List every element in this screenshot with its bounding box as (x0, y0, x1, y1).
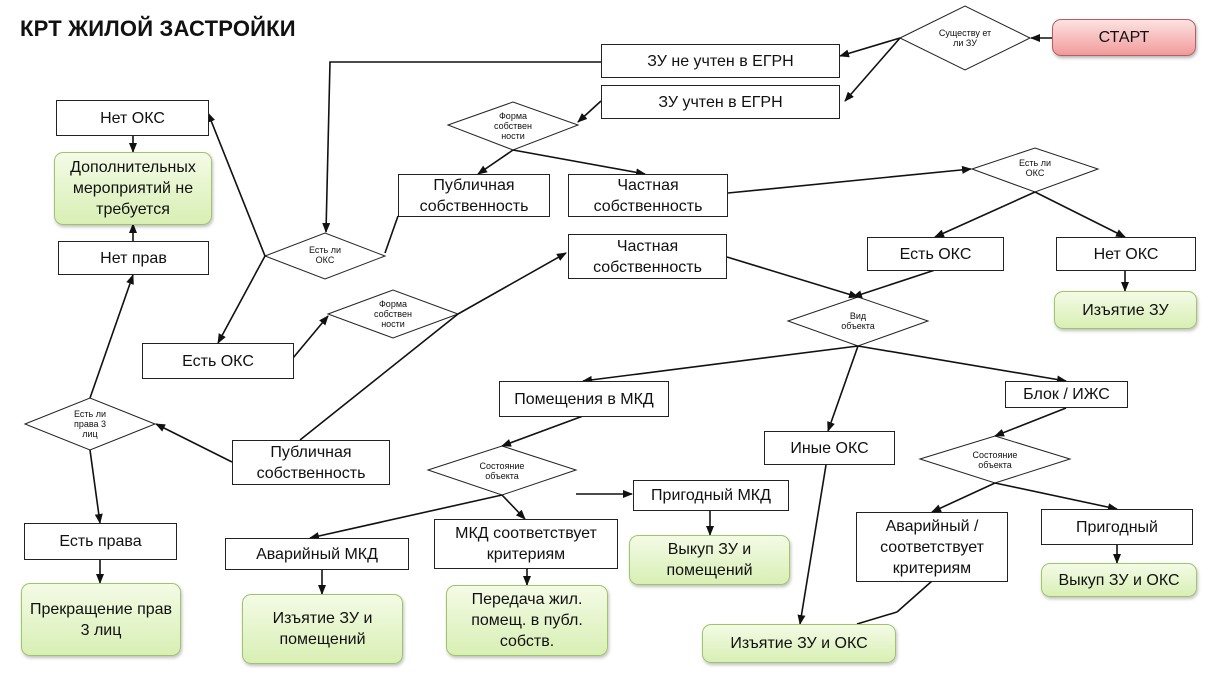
node-public-2[interactable]: Публичная собственность (232, 440, 390, 485)
diamond-third-rights-label: Есть ли права 3 лиц (73, 409, 107, 439)
edge-ownership2-private2 (457, 252, 567, 315)
result-seizure-zu-oks[interactable]: Изъятие ЗУ и ОКС (702, 624, 896, 663)
node-fit-block[interactable]: Пригодный (1041, 509, 1193, 545)
edge-third-no-rights (89, 274, 134, 399)
edge-ownership2-public2 (299, 313, 459, 441)
edge-type-mkd (582, 345, 859, 384)
start-button[interactable]: СТАРТ (1052, 19, 1196, 56)
diamond-state-mkd (426, 445, 578, 496)
edge-ownership-private (512, 149, 646, 177)
node-fit-mkd[interactable]: Пригодный МКД (633, 480, 789, 511)
edge-type-other (827, 345, 859, 432)
diamond-third-rights (23, 397, 157, 451)
edge-type-block (857, 345, 1067, 384)
result-no-measures[interactable]: Дополнительных мероприятий не требуется (54, 152, 212, 225)
node-no-rights[interactable]: Нет прав (58, 241, 209, 275)
node-private-1[interactable]: Частная собственность (568, 174, 728, 217)
node-no-oks-right[interactable]: Нет ОКС (1056, 237, 1196, 271)
edge-third-has-rights (89, 449, 103, 524)
edge-ownership-public (477, 149, 514, 175)
edge-block-state (994, 407, 1067, 437)
node-emergency-block[interactable]: Аварийный / соответствует критериям (856, 512, 1008, 582)
node-zu-registered[interactable]: ЗУ учтен в ЕГРН (601, 85, 840, 119)
diamond-oks-right (970, 147, 1100, 193)
node-has-oks-left[interactable]: Есть ОКС (142, 343, 294, 379)
edge-emergencyb-seizure-2 (856, 611, 898, 625)
node-has-rights[interactable]: Есть права (24, 523, 177, 560)
edge-oksr-has (934, 191, 1036, 238)
result-seizure-zu[interactable]: Изъятие ЗУ (1054, 291, 1197, 329)
edge-mkd-state (501, 415, 584, 447)
diamond-state-mkd-label: Состояние объекта (479, 461, 525, 481)
edge-not-registered-to-oks (322, 61, 601, 233)
diamond-exists-label: Существу ет ли ЗУ (938, 28, 992, 48)
node-emergency-mkd[interactable]: Аварийный МКД (225, 538, 409, 570)
edge-other-seizure (797, 464, 827, 625)
node-no-oks-left[interactable]: Нет ОКС (56, 100, 209, 136)
result-buyout-zu-premises[interactable]: Выкуп ЗУ и помещений (629, 535, 790, 585)
edge-oksl-no-oks (207, 112, 266, 257)
diamond-oks-left-label: Есть ли ОКС (309, 245, 341, 265)
edge-stateb-fit (994, 482, 1118, 512)
edge-private-oks-right (727, 165, 972, 194)
edge-stateb-emergency (931, 482, 996, 513)
diamond-object-type (786, 296, 930, 347)
edge-oksl-has-oks (217, 255, 266, 344)
edge-state-criteria (501, 494, 526, 520)
result-buyout-zu-oks[interactable]: Выкуп ЗУ и ОКС (1041, 563, 1197, 597)
edge-exists-registered (844, 37, 901, 102)
edge-state-emergency (309, 494, 503, 540)
node-private-2[interactable]: Частная собственность (568, 234, 727, 279)
edge-has-oks-type (852, 269, 936, 298)
node-zu-not-registered[interactable]: ЗУ не учтен в ЕГРН (601, 44, 840, 78)
diamond-oks-right-label: Есть ли ОКС (1019, 158, 1051, 178)
diamond-ownership-1 (446, 101, 580, 151)
page-title: КРТ ЖИЛОЙ ЗАСТРОЙКИ (20, 16, 296, 41)
edge-emergencyb-seizure (896, 580, 933, 613)
result-terminate-rights[interactable]: Прекращение прав 3 лиц (21, 583, 181, 656)
edge-oksr-no (1034, 191, 1126, 238)
diamond-ownership-2-label: Форма собствен ности (374, 299, 412, 329)
diamond-ownership-1-label: Форма собствен ности (494, 111, 532, 141)
node-block-izhs[interactable]: Блок / ИЖС (1005, 381, 1128, 408)
edge-registered-ownership (577, 100, 602, 123)
node-mkd-premises[interactable]: Помещения в МКД (499, 381, 669, 417)
node-has-oks-right[interactable]: Есть ОКС (867, 237, 1004, 271)
edge-has-oks-ownership2 (292, 315, 329, 359)
edge-exists-not-registered (839, 37, 901, 58)
node-public-1[interactable]: Публичная собственность (398, 174, 550, 217)
edge-public2-third (155, 423, 233, 463)
result-seizure-zu-premises[interactable]: Изъятие ЗУ и помещений (242, 594, 403, 664)
diamond-state-block-label: Состояние объекта (972, 450, 1018, 470)
edge-public-oks-left (384, 215, 399, 254)
result-transfer-public[interactable]: Передача жил. помещ. в публ. собств. (446, 585, 608, 656)
diamond-object-type-label: Вид объекта (841, 311, 875, 331)
diamond-state-block (918, 435, 1072, 484)
edge-private2-type (726, 256, 859, 299)
node-mkd-criteria[interactable]: МКД соответствует критериям (434, 519, 618, 569)
diamond-oks-left (263, 232, 387, 280)
node-other-oks[interactable]: Иные ОКС (764, 431, 895, 465)
